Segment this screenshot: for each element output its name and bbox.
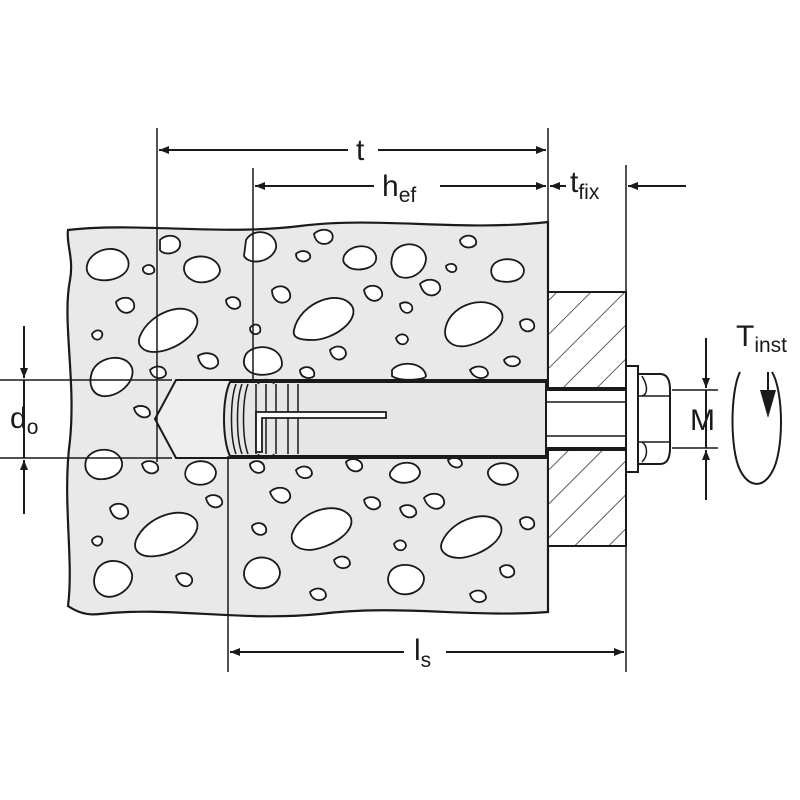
label-hef: hef: [382, 170, 416, 207]
label-do: do: [10, 402, 38, 439]
dimension-lines: [0, 128, 718, 672]
aggregate-pebbles: [84, 228, 536, 603]
sleeve-slot: [255, 411, 387, 453]
dimension-labels: t hef tfix Tinst do M ls: [10, 134, 787, 672]
sleeve-grooves: [230, 383, 299, 455]
fixture-plate: [547, 291, 627, 547]
anchor-bolt: [223, 365, 671, 473]
washer: [625, 365, 639, 473]
hex-nut: [637, 373, 671, 465]
label-t: t: [356, 134, 365, 167]
label-tinst: Tinst: [736, 320, 787, 357]
bolt-shank: [545, 389, 631, 449]
fixture-plate-lower: [547, 449, 627, 547]
fixture-plate-upper: [547, 291, 627, 389]
label-tfix: tfix: [570, 166, 600, 204]
label-ls: ls: [414, 634, 431, 672]
label-m: M: [690, 404, 715, 437]
rotation-arrow-icon: [731, 371, 782, 485]
expansion-sleeve: [223, 381, 547, 457]
